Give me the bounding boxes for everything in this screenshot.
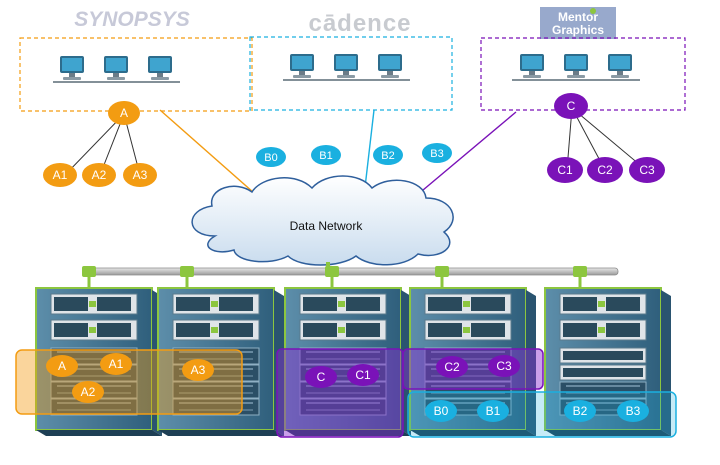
mentor-workstations	[512, 54, 640, 81]
job-node-b2-label: B2	[573, 404, 588, 418]
job-node-c3-shape	[488, 355, 520, 377]
cadence-job-region	[407, 391, 677, 438]
user-node-b2-shape	[373, 145, 403, 165]
user-node-c1-label: C1	[557, 163, 573, 177]
job-node-b2: B2	[564, 400, 596, 422]
job-node-a3-label: A3	[191, 363, 206, 377]
user-node-c3-shape	[629, 157, 665, 183]
user-node-a2-shape	[82, 163, 116, 187]
job-node-c-label: C	[317, 370, 326, 384]
hub-label-a: A	[120, 106, 128, 120]
job-node-c-shape	[305, 366, 337, 388]
user-node-b2: B2	[373, 145, 403, 165]
job-node-c3-label: C3	[496, 359, 512, 373]
job-node-c1: C1	[347, 364, 379, 386]
job-node-a1-shape	[100, 353, 132, 375]
job-node-b3-label: B3	[626, 404, 641, 418]
synopsys-site-box	[19, 37, 253, 112]
server-rack-3	[284, 287, 411, 436]
hub-label-c: C	[567, 99, 576, 113]
job-node-a-label: A	[58, 359, 66, 373]
server-rack-2	[157, 287, 284, 436]
user-node-c2-shape	[587, 157, 623, 183]
job-node-b1-shape	[477, 400, 509, 422]
job-node-b1: B1	[477, 400, 509, 422]
mentor-job-region-left	[276, 348, 404, 438]
mentor-logo-line1: Mentor	[558, 10, 598, 24]
user-node-b3: B3	[422, 143, 452, 163]
job-node-a: A	[46, 355, 78, 377]
server-rack-5	[544, 287, 671, 436]
user-node-c2-label: C2	[597, 163, 613, 177]
user-node-a3-label: A3	[133, 168, 148, 182]
job-node-b3-shape	[617, 400, 649, 422]
user-node-c3: C3	[629, 157, 665, 183]
user-node-b1: B1	[311, 145, 341, 165]
synopsys-workstations	[53, 56, 180, 83]
mentor-graphics-logo: Mentor Graphics	[540, 7, 616, 39]
user-node-b1-shape	[311, 145, 341, 165]
job-node-a3: A3	[182, 359, 214, 381]
job-node-c: C	[305, 366, 337, 388]
data-network-cloud: Data Network	[191, 175, 454, 266]
user-node-b3-shape	[422, 143, 452, 163]
user-node-b0-shape	[256, 147, 286, 167]
user-node-b3-label: B3	[430, 148, 443, 160]
user-node-b0-label: B0	[264, 152, 277, 164]
user-node-c3-label: C3	[639, 163, 655, 177]
job-node-b1-label: B1	[486, 404, 501, 418]
job-node-b0-shape	[425, 400, 457, 422]
user-node-c1: C1	[547, 157, 583, 183]
user-node-b2-label: B2	[381, 150, 394, 162]
job-node-a1-label: A1	[109, 357, 124, 371]
synopsys-hub-tree: A A1 A2 A3	[43, 101, 157, 187]
server-backbone	[82, 266, 619, 288]
job-node-c3: C3	[488, 355, 520, 377]
job-node-c2-label: C2	[444, 360, 460, 374]
mentor-hub-tree: C C1 C2 C3	[547, 93, 665, 183]
hub-node-c	[554, 93, 588, 119]
job-node-a2-label: A2	[81, 385, 96, 399]
mentor-job-region-right	[402, 348, 544, 390]
job-node-a2: A2	[72, 381, 104, 403]
user-node-b0: B0	[256, 147, 286, 167]
job-node-a3-shape	[182, 359, 214, 381]
synopsys-logo: SYNOPSYS	[74, 8, 190, 31]
job-node-b0-label: B0	[434, 404, 449, 418]
cadence-site-box	[249, 36, 453, 111]
user-node-a3-shape	[123, 163, 157, 187]
cadence-workstations	[283, 54, 410, 81]
user-node-c2: C2	[587, 157, 623, 183]
user-node-a1-label: A1	[53, 168, 68, 182]
job-node-a-shape	[46, 355, 78, 377]
user-node-a1-shape	[43, 163, 77, 187]
cadence-logo: cādence	[308, 10, 411, 37]
job-node-c1-shape	[347, 364, 379, 386]
user-node-a3: A3	[123, 163, 157, 187]
user-node-a2-label: A2	[92, 168, 107, 182]
cadence-users: B0 B1 B2 B3	[256, 143, 452, 167]
hub-node-a	[108, 101, 140, 125]
job-node-c2: C2	[436, 356, 468, 378]
job-node-b2-shape	[564, 400, 596, 422]
job-node-a2-shape	[72, 381, 104, 403]
synopsys-link	[159, 109, 263, 201]
job-node-c1-label: C1	[355, 368, 371, 382]
data-network-label: Data Network	[290, 219, 364, 233]
mentor-logo-line2: Graphics	[552, 23, 604, 37]
user-node-a2: A2	[82, 163, 116, 187]
user-node-b1-label: B1	[319, 150, 332, 162]
user-node-a1: A1	[43, 163, 77, 187]
job-node-c2-shape	[436, 356, 468, 378]
job-node-b0: B0	[425, 400, 457, 422]
job-node-b3: B3	[617, 400, 649, 422]
user-node-c1-shape	[547, 157, 583, 183]
job-node-a1: A1	[100, 353, 132, 375]
